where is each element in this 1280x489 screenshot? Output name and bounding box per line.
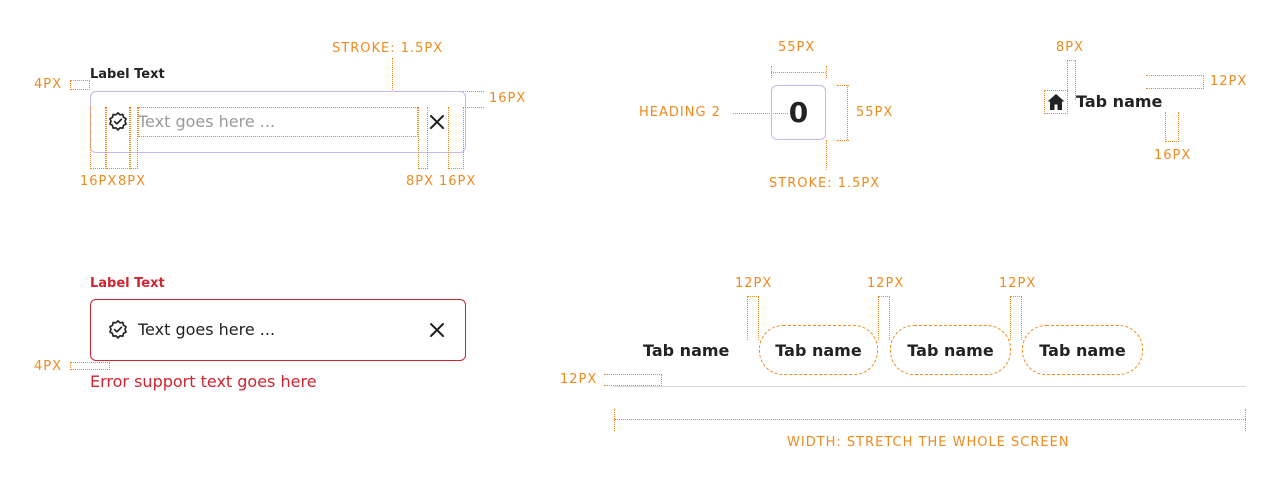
error-gap-annotation: 4PX [34, 359, 63, 374]
error-input-value[interactable]: Text goes here ... [138, 320, 276, 339]
right-marker [1146, 75, 1204, 89]
right-annotation: 12PX [1210, 74, 1248, 89]
tab-label[interactable]: Tab name [1076, 92, 1163, 111]
height-annotation: 55PX [856, 105, 894, 120]
icon-gap-marker [1067, 60, 1076, 100]
width-tick-right [1245, 409, 1246, 431]
left-pad-marker [90, 107, 106, 169]
icon-gap-left-marker [130, 107, 138, 169]
right-pad-annotation: 16PX [489, 91, 527, 106]
height-line [847, 85, 848, 140]
stroke-annotation: STROKE: 1.5PX [769, 176, 881, 191]
tab-bar-divider [614, 386, 1246, 387]
input-placeholder[interactable]: Text goes here ... [138, 112, 276, 131]
error-label: Label Text [90, 276, 165, 291]
height-tick-bottom [837, 140, 849, 141]
verified-badge-icon [107, 111, 129, 133]
width-tick-right [826, 66, 827, 78]
label-gap-annotation: 4PX [34, 77, 63, 92]
tab-pill-3[interactable]: Tab name [1022, 325, 1143, 375]
icon-gap-right-marker [418, 107, 428, 169]
bottom-marker [1165, 112, 1179, 142]
tab-pill-2[interactable]: Tab name [890, 325, 1011, 375]
gap2-annotation: 12PX [867, 276, 905, 291]
icon-gap-annotation: 8PX [1056, 40, 1085, 55]
heading-leader [733, 113, 788, 114]
height-tick-top [837, 85, 849, 86]
text-input-field[interactable]: Text goes here ... [90, 91, 466, 153]
tab-pill-label: Tab name [907, 340, 994, 360]
width-tick-left [614, 409, 615, 431]
left-pad-annotation: 16PX [80, 174, 118, 189]
icon-marker [106, 107, 130, 169]
icon-gap-left-annotation: 8PX [118, 174, 147, 189]
label-gap-marker [70, 80, 90, 90]
home-icon [1046, 92, 1066, 112]
width-annotation: WIDTH: STRETCH THE WHOLE SCREEN [787, 435, 1070, 450]
icon-gap-right-annotation: 8PX [406, 174, 435, 189]
input-label: Label Text [90, 67, 165, 82]
width-line [771, 72, 826, 73]
heading-annotation: HEADING 2 [639, 105, 721, 120]
close-icon[interactable] [427, 112, 447, 132]
error-support-text: Error support text goes here [90, 372, 317, 391]
text-area-marker [138, 107, 418, 137]
bottom-marker [604, 374, 662, 386]
bottom-annotation: 12PX [560, 372, 598, 387]
bottom-annotation: 16PX [1154, 148, 1192, 163]
tab-pill-label: Tab name [1039, 340, 1126, 360]
tab-pill-1[interactable]: Tab name [759, 325, 878, 375]
stepper-box[interactable]: 0 [771, 85, 826, 140]
stroke-annotation: STROKE: 1.5PX [332, 41, 444, 56]
right-pad-marker [448, 107, 464, 169]
error-gap-marker [70, 362, 110, 370]
right-pad-bottom-annotation: 16PX [439, 174, 477, 189]
tab-pill-label: Tab name [775, 340, 862, 360]
width-annotation: 55PX [778, 40, 816, 55]
gap2-marker [878, 296, 890, 340]
width-line [614, 419, 1246, 420]
close-icon[interactable] [427, 320, 447, 340]
width-tick-left [771, 66, 772, 78]
gap1-marker [747, 296, 759, 340]
gap3-marker [1010, 296, 1022, 340]
stroke-leader [392, 58, 393, 92]
tab-active[interactable]: Tab name [643, 341, 730, 360]
stepper-value: 0 [788, 96, 809, 129]
icon-bounds-marker [1044, 90, 1068, 114]
error-input-field[interactable]: Text goes here ... [90, 299, 466, 361]
stroke-leader [826, 140, 827, 170]
gap1-annotation: 12PX [735, 276, 773, 291]
verified-badge-icon [107, 319, 129, 341]
gap3-annotation: 12PX [999, 276, 1037, 291]
